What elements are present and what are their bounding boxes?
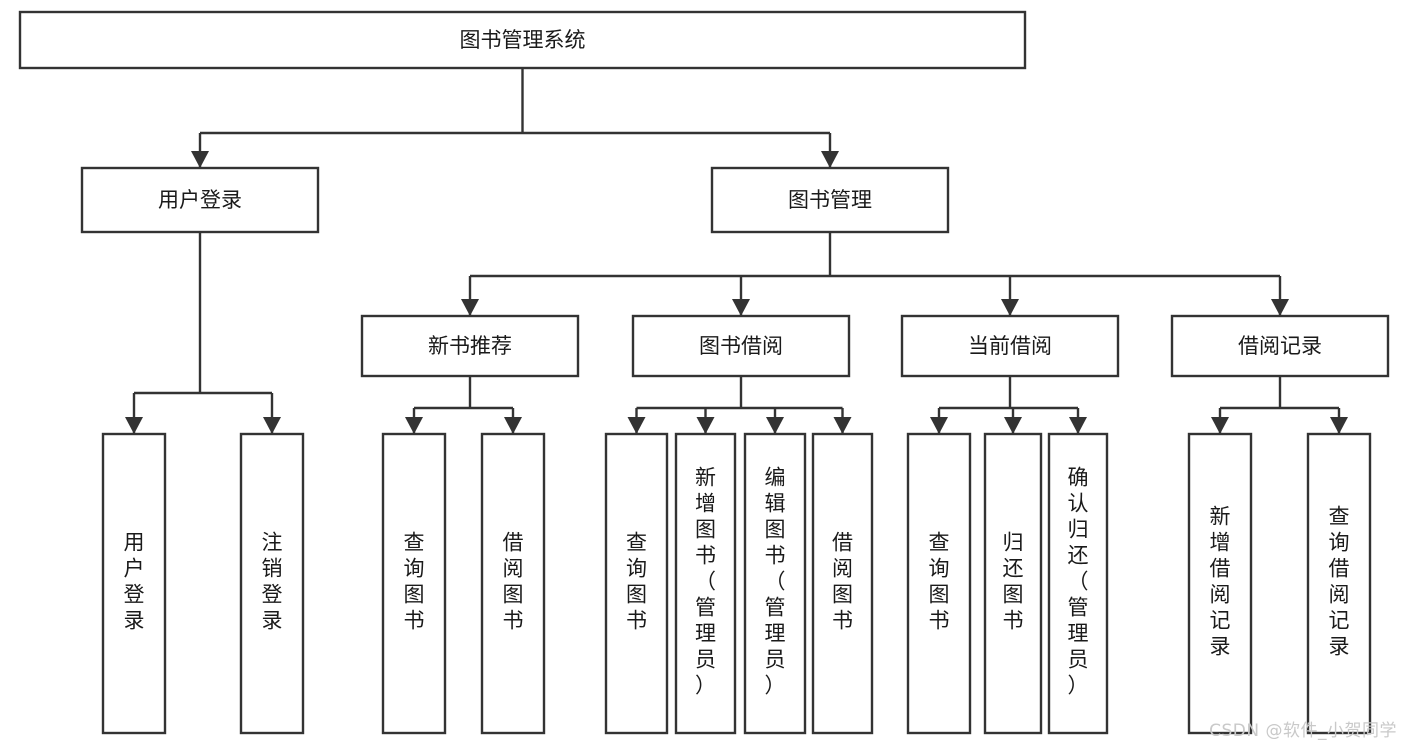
node-l3-2[interactable]: 当前借阅 [900, 314, 1120, 378]
node-leaf-2-0-label: 查询图书 [626, 531, 647, 633]
node-leaf-3-2[interactable]: 确认归还（管理员） [1047, 432, 1109, 735]
node-leaf-1-0-label: 查询图书 [404, 531, 425, 633]
l2-to-l3-arrow-2 [1001, 299, 1019, 316]
node-l2-1-box [710, 166, 950, 234]
node-l3-3-box [1170, 314, 1390, 378]
node-l2-1-label: 图书管理 [788, 188, 872, 212]
l3-3-to-leaf-arrow-1 [1330, 417, 1348, 434]
node-leaf-1-0-box [381, 432, 447, 735]
node-leaf-3-2-box [1047, 432, 1109, 735]
node-leaf-4-0-label: 新增借阅记录 [1210, 505, 1231, 659]
node-leaf-3-0[interactable]: 查询图书 [906, 432, 972, 735]
node-l3-0[interactable]: 新书推荐 [360, 314, 580, 378]
root-to-l2-arrow-0 [191, 151, 209, 168]
node-root-label: 图书管理系统 [460, 28, 586, 52]
node-leaf-2-1[interactable]: 新增图书（管理员） [674, 432, 737, 735]
node-root[interactable]: 图书管理系统 [18, 10, 1027, 70]
node-leaf-0-1-label: 注销登录 [262, 531, 283, 633]
node-leaf-1-0[interactable]: 查询图书 [381, 432, 447, 735]
node-leaf-1-1-label: 借阅图书 [503, 531, 524, 633]
node-leaf-0-0[interactable]: 用户登录 [101, 432, 167, 735]
node-l3-3-label: 借阅记录 [1238, 334, 1322, 358]
l2-to-l3-arrow-3 [1271, 299, 1289, 316]
l3-1-to-leaf-arrow-0 [627, 417, 646, 434]
node-l3-3[interactable]: 借阅记录 [1170, 314, 1390, 378]
node-l2-0-box [80, 166, 320, 234]
l3-1-to-leaf-arrow-1 [696, 417, 715, 434]
l2-to-l3-arrow-1 [732, 299, 750, 316]
node-leaf-4-0[interactable]: 新增借阅记录 [1187, 432, 1253, 735]
node-l3-2-label: 当前借阅 [968, 334, 1052, 358]
node-leaf-2-2[interactable]: 编辑图书（管理员） [743, 432, 807, 735]
connectors-layer [125, 68, 1348, 434]
node-l3-0-label: 新书推荐 [428, 334, 512, 358]
node-l3-1[interactable]: 图书借阅 [631, 314, 851, 378]
node-leaf-2-3-box [811, 432, 874, 735]
l3-1-to-leaf-arrow-3 [833, 417, 852, 434]
node-leaf-4-1-label: 查询借阅记录 [1329, 505, 1350, 659]
node-leaf-2-2-label: 编辑图书（管理员） [765, 466, 786, 698]
node-l2-0-label: 用户登录 [158, 188, 242, 212]
node-leaf-3-2-label: 确认归还（管理员） [1068, 466, 1089, 698]
node-leaf-1-1[interactable]: 借阅图书 [480, 432, 546, 735]
node-leaf-4-1[interactable]: 查询借阅记录 [1306, 432, 1372, 735]
node-leaf-3-1-label: 归还图书 [1003, 531, 1024, 633]
node-leaf-0-1-box [239, 432, 305, 735]
l3-1-to-leaf-arrow-2 [766, 417, 784, 434]
l3-2-to-leaf-arrow-2 [1069, 417, 1087, 434]
node-leaf-0-1[interactable]: 注销登录 [239, 432, 305, 735]
node-leaf-2-3-label: 借阅图书 [832, 531, 853, 633]
nodes-layer: 图书管理系统用户登录图书管理新书推荐图书借阅当前借阅借阅记录用户登录注销登录查询… [18, 10, 1390, 735]
node-leaf-1-1-box [480, 432, 546, 735]
l3-2-to-leaf-arrow-1 [1004, 417, 1022, 434]
login-to-leaf-arrow-1 [263, 417, 281, 434]
node-leaf-2-1-label: 新增图书（管理员） [695, 466, 716, 698]
l3-0-to-leaf-arrow-0 [405, 417, 423, 434]
l2-to-l3-arrow-0 [461, 299, 479, 316]
l3-0-to-leaf-arrow-1 [504, 417, 522, 434]
node-l3-1-box [631, 314, 851, 378]
node-leaf-4-1-box [1306, 432, 1372, 735]
node-leaf-3-0-label: 查询图书 [929, 531, 950, 633]
node-l3-1-label: 图书借阅 [699, 334, 783, 358]
node-leaf-2-2-box [743, 432, 807, 735]
node-l3-2-box [900, 314, 1120, 378]
node-l2-0[interactable]: 用户登录 [80, 166, 320, 234]
l3-2-to-leaf-arrow-0 [930, 417, 948, 434]
node-leaf-2-0[interactable]: 查询图书 [604, 432, 669, 735]
node-leaf-3-0-box [906, 432, 972, 735]
node-root-box [18, 10, 1027, 70]
l3-3-to-leaf-arrow-0 [1211, 417, 1229, 434]
node-leaf-2-0-box [604, 432, 669, 735]
login-to-leaf-arrow-0 [125, 417, 143, 434]
node-l3-0-box [360, 314, 580, 378]
node-leaf-2-3[interactable]: 借阅图书 [811, 432, 874, 735]
node-leaf-3-1[interactable]: 归还图书 [983, 432, 1043, 735]
node-leaf-0-0-box [101, 432, 167, 735]
node-leaf-4-0-box [1187, 432, 1253, 735]
root-to-l2-arrow-1 [821, 151, 839, 168]
node-leaf-0-0-label: 用户登录 [124, 531, 145, 633]
node-leaf-3-1-box [983, 432, 1043, 735]
node-leaf-2-1-box [674, 432, 737, 735]
node-l2-1[interactable]: 图书管理 [710, 166, 950, 234]
